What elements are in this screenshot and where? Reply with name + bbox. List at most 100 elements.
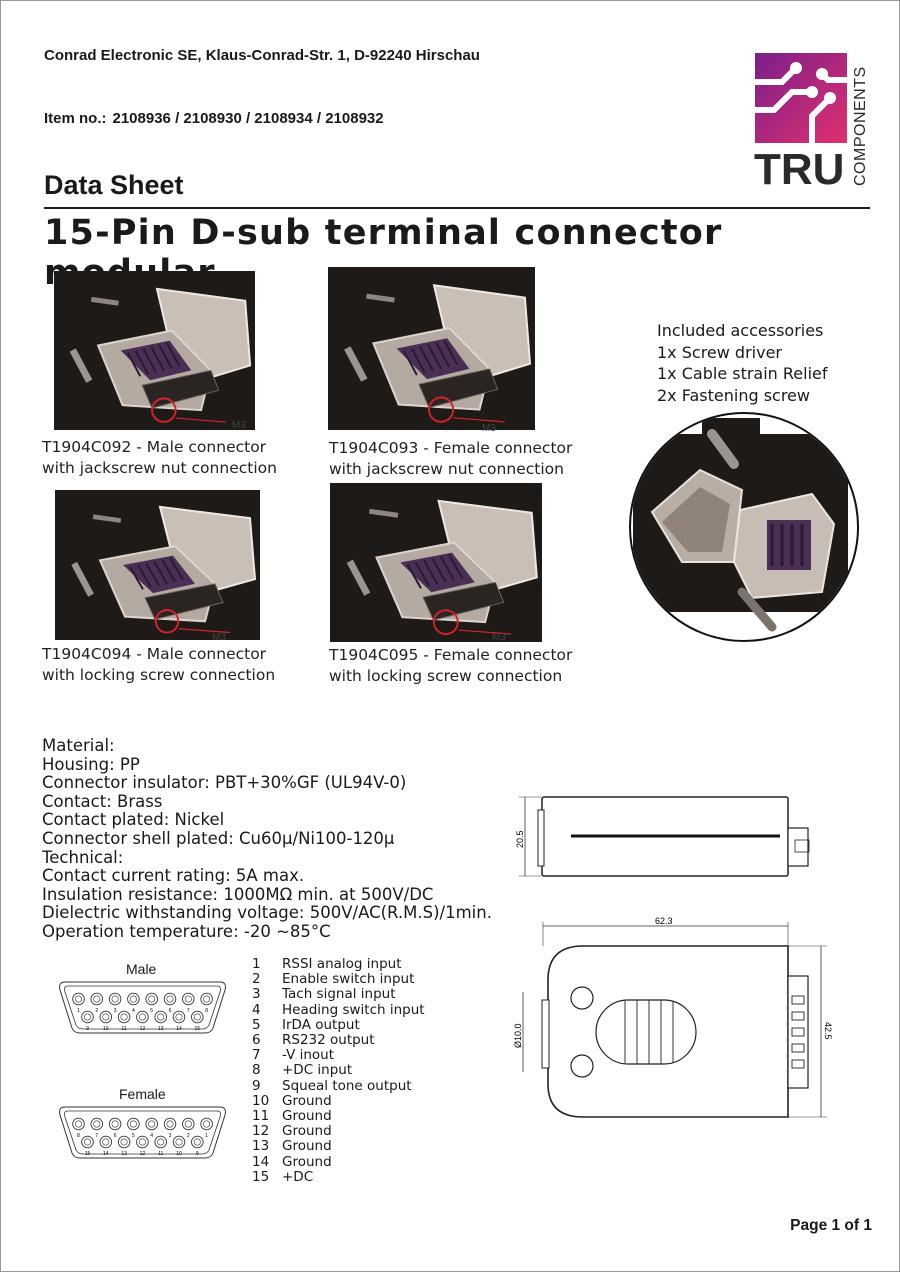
pin-number: 9 — [252, 1077, 261, 1094]
pin-contact — [182, 992, 195, 1006]
terminal-block — [120, 340, 192, 381]
tru-components-logo: TRU COMPONENTS — [752, 53, 869, 190]
spec-line: Contact current rating: 5A max. — [42, 866, 305, 886]
pin-number: 2 — [252, 971, 261, 988]
pin-contact-inner — [102, 1013, 110, 1021]
page-number: Page 1 of 1 — [790, 1217, 872, 1234]
pin-contact-inner — [111, 995, 119, 1003]
pin-label: 1 — [205, 1133, 208, 1139]
terminal-screw — [150, 346, 165, 371]
pin-label: 9 — [86, 1026, 89, 1032]
pin-contact-inner — [203, 995, 211, 1003]
pin-function: Tach signal input — [282, 986, 396, 1003]
pin-number: 7 — [252, 1047, 261, 1064]
pin-contact-inner — [175, 1138, 183, 1146]
pin-contact — [145, 1117, 158, 1131]
fastening-screw — [90, 296, 119, 306]
pin-contact — [145, 992, 158, 1006]
pin-contact-inner — [83, 1013, 91, 1021]
pin-label: 3 — [114, 1008, 117, 1014]
pin-label: 14 — [103, 1151, 109, 1157]
highlight-circle — [427, 396, 455, 423]
diameter-dimension: Ø10.0 — [513, 1023, 523, 1048]
terminal-screw — [126, 352, 142, 377]
pin-function: Ground — [282, 1138, 332, 1155]
pin-number: 10 — [252, 1092, 270, 1109]
pin-contact-inner — [193, 1013, 201, 1021]
top-view-drawing: 62.3 Ø10.0 42.5 — [513, 916, 833, 1118]
pin-number: 6 — [252, 1032, 261, 1049]
title-rule — [44, 207, 870, 209]
pin-label: 3 — [169, 1133, 172, 1139]
accessories-list: Included accessories 1x Screw driver 1x … — [657, 320, 828, 406]
terminal-screw — [169, 556, 184, 581]
pin-function: +DC — [282, 1168, 314, 1185]
pin-number: 5 — [252, 1016, 261, 1033]
caption-t1904c094: T1904C094 - Male connector with locking … — [42, 644, 275, 686]
pin-row: 7-V inout — [252, 1048, 425, 1063]
spec-line: Housing: PP — [42, 754, 140, 774]
caption-line: T1904C095 - Female connector — [329, 646, 573, 664]
pin-label: 8 — [205, 1008, 208, 1014]
highlight-leader — [453, 417, 505, 423]
pin-contact — [136, 1010, 149, 1024]
terminal-screw — [419, 345, 434, 372]
pin-number: 15 — [252, 1168, 270, 1185]
terminal-block — [400, 552, 475, 593]
fastening-screw — [369, 508, 399, 518]
terminal-screw — [153, 560, 168, 585]
highlight-circle — [154, 609, 180, 634]
pin-label: 11 — [158, 1151, 163, 1157]
pin-label: 4 — [150, 1133, 153, 1139]
pin-contact — [72, 1117, 85, 1131]
screwdriver — [71, 561, 94, 597]
terminal-screw — [402, 350, 418, 376]
pin-contact — [127, 992, 140, 1006]
pin-number: 14 — [252, 1153, 270, 1170]
pin-contact-inner — [138, 1013, 146, 1021]
pin-label: 14 — [176, 1026, 182, 1032]
pin-contact-inner — [83, 1138, 91, 1146]
pin-number: 3 — [252, 986, 261, 1003]
pin-label: 5 — [132, 1133, 135, 1139]
housing-lid — [155, 287, 252, 382]
pin-contact-inner — [93, 995, 101, 1003]
pin-contact — [200, 992, 213, 1006]
pin-function: Ground — [282, 1092, 332, 1109]
highlight-circle — [432, 609, 459, 636]
pin-label: 9 — [196, 1151, 199, 1157]
pin-number: 8 — [252, 1062, 261, 1079]
caption-line: with locking screw connection — [42, 666, 276, 684]
pin-contact-inner — [74, 1120, 82, 1128]
spec-line: Technical: — [42, 847, 124, 867]
pin-contact — [117, 1010, 131, 1024]
spec-line: Dielectric withstanding voltage: 500V/AC… — [42, 903, 492, 923]
photo-label-3: M3 — [212, 632, 226, 643]
screwdriver — [346, 559, 371, 596]
doc-type: Data Sheet — [44, 170, 184, 200]
accessory-item: 1x Screw driver — [657, 342, 782, 362]
pin-contact — [81, 1010, 94, 1024]
pin-label: 6 — [114, 1133, 117, 1139]
pin-contact — [72, 992, 85, 1006]
product-photo-t1904c095 — [330, 483, 542, 642]
pin-contact — [200, 1117, 213, 1131]
pin-function: +DC input — [282, 1062, 353, 1079]
pin-function: Ground — [282, 1108, 332, 1125]
terminal-screw — [158, 344, 173, 369]
terminal-screw — [161, 558, 176, 583]
pin-label: 12 — [140, 1151, 146, 1157]
caption-line: with locking screw connection — [329, 667, 563, 685]
pin-contact — [117, 1135, 131, 1149]
screwdriver — [344, 346, 368, 382]
terminal-screw — [406, 563, 422, 589]
pin-contact — [108, 992, 122, 1006]
pin-number: 12 — [252, 1123, 270, 1140]
housing-lid — [158, 505, 257, 595]
